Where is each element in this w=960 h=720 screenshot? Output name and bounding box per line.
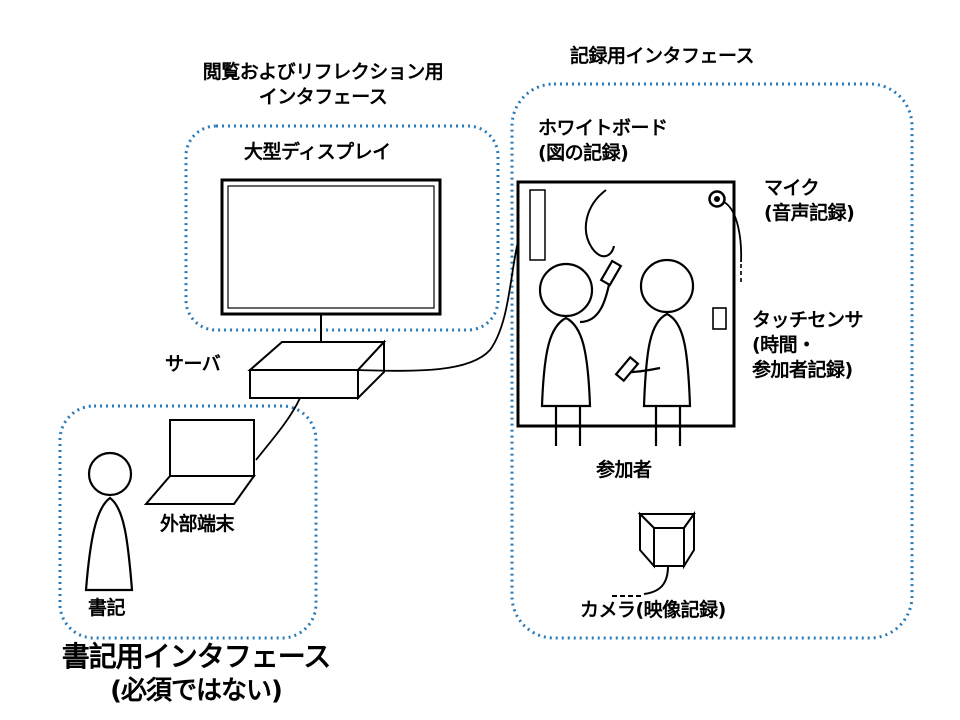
scribe-interface-region: [58, 404, 318, 640]
terminal-label: 外部端末: [160, 513, 235, 535]
viewing-interface-title-line1: 閲覧およびリフレクション用: [202, 61, 444, 83]
scribe-label: 書記: [88, 597, 126, 619]
touch-sensor: [712, 307, 727, 330]
touch-sensor-label-line3: 参加者記録): [752, 359, 853, 381]
whiteboard-label: ホワイトボード (図の記録): [538, 116, 668, 166]
scribe-interface-title-line1: 書記用インタフェース: [61, 640, 332, 673]
recording-interface-title: 記録用インタフェース: [570, 45, 755, 67]
scribe-figure: [84, 451, 134, 592]
server-label: サーバ: [165, 353, 221, 375]
server-terminal-cable: [255, 397, 301, 461]
microphone: [708, 190, 743, 282]
scribe-interface-title: 書記用インタフェース (必須ではない): [46, 640, 346, 708]
external-terminal: [143, 419, 256, 505]
viewing-interface-region: [184, 124, 500, 332]
mic-label: マイク (音声記録): [764, 176, 855, 226]
mic-label-line1: マイク: [764, 177, 820, 199]
participant-figure-right: [614, 258, 695, 446]
whiteboard-label-line1: ホワイトボード: [538, 117, 668, 139]
recording-interface-region: [510, 82, 914, 640]
participant-figure-left: [538, 259, 623, 446]
touch-sensor-label-line2: (時間・: [752, 334, 816, 356]
display-label: 大型ディスプレイ: [244, 141, 391, 163]
touch-sensor-label-line1: タッチセンサ: [752, 309, 864, 331]
large-display: [220, 178, 442, 344]
whiteboard-label-line2: (図の記録): [538, 142, 629, 164]
viewing-interface-title: 閲覧およびリフレクション用 インタフェース: [158, 60, 488, 110]
scribe-interface-title-line2: (必須ではない): [110, 676, 283, 706]
camera-label: カメラ(映像記録): [580, 599, 726, 621]
touch-sensor-label: タッチセンサ (時間・ 参加者記録): [752, 308, 864, 383]
mic-label-line2: (音声記録): [764, 202, 855, 224]
viewing-interface-title-line2: インタフェース: [258, 86, 388, 108]
participants-label: 参加者: [596, 459, 652, 481]
camera: [612, 510, 696, 597]
